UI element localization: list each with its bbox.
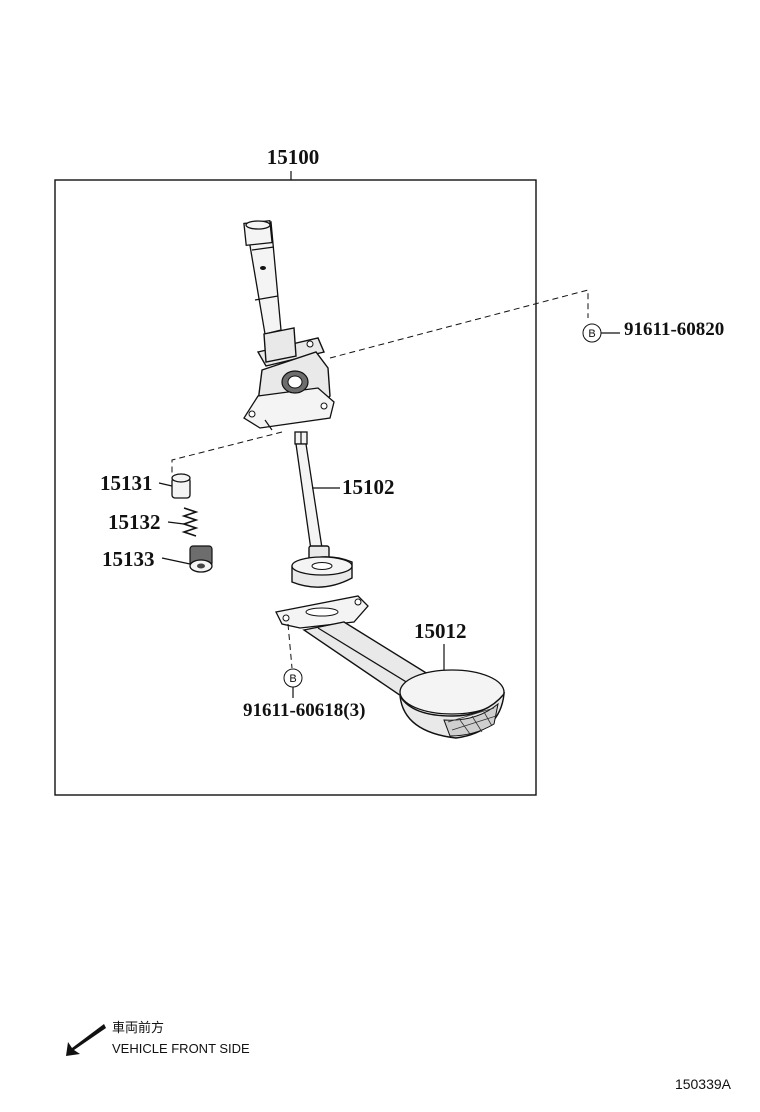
- intermediate-shaft-drawing: [294, 431, 330, 563]
- oil-strainer-drawing: [275, 595, 505, 739]
- relief-valve-plug-drawing: [189, 545, 213, 573]
- vehicle-front-arrow-icon: [66, 1024, 106, 1056]
- bolt-part-number-2[interactable]: 91611-60618(3): [243, 700, 365, 721]
- relief-valve-plunger-drawing: [171, 473, 191, 499]
- bolt-leader-dashed-1: [329, 289, 589, 359]
- part-number-15132[interactable]: 15132: [108, 510, 161, 534]
- bolt-ref-letter-2: B: [289, 673, 296, 685]
- part-number-15133[interactable]: 15133: [102, 547, 155, 571]
- part-number-15012[interactable]: 15012: [414, 619, 467, 643]
- relief-valve-spring-drawing: [181, 507, 199, 537]
- relief-valve-dashed-line: [171, 431, 283, 476]
- oil-pump-body-drawing: [243, 219, 335, 431]
- leader-15133: [161, 557, 191, 565]
- leader-15132: [167, 521, 185, 525]
- orientation-label-english: VEHICLE FRONT SIDE: [112, 1041, 250, 1056]
- part-number-15102[interactable]: 15102: [342, 475, 395, 499]
- part-number-15131[interactable]: 15131: [100, 471, 153, 495]
- bolt-ref-letter-1: B: [588, 328, 595, 340]
- pump-rotor-drawing: [291, 556, 353, 588]
- assembly-part-number[interactable]: 15100: [267, 145, 320, 169]
- assembly-frame: [54, 179, 537, 796]
- bolt-part-number-1[interactable]: 91611-60820: [624, 319, 724, 340]
- bolt-leader-dashed-2: [287, 623, 293, 669]
- leader-15131: [158, 482, 173, 487]
- orientation-label-japanese: 車両前方: [112, 1020, 164, 1035]
- figure-code: 150339A: [675, 1076, 732, 1092]
